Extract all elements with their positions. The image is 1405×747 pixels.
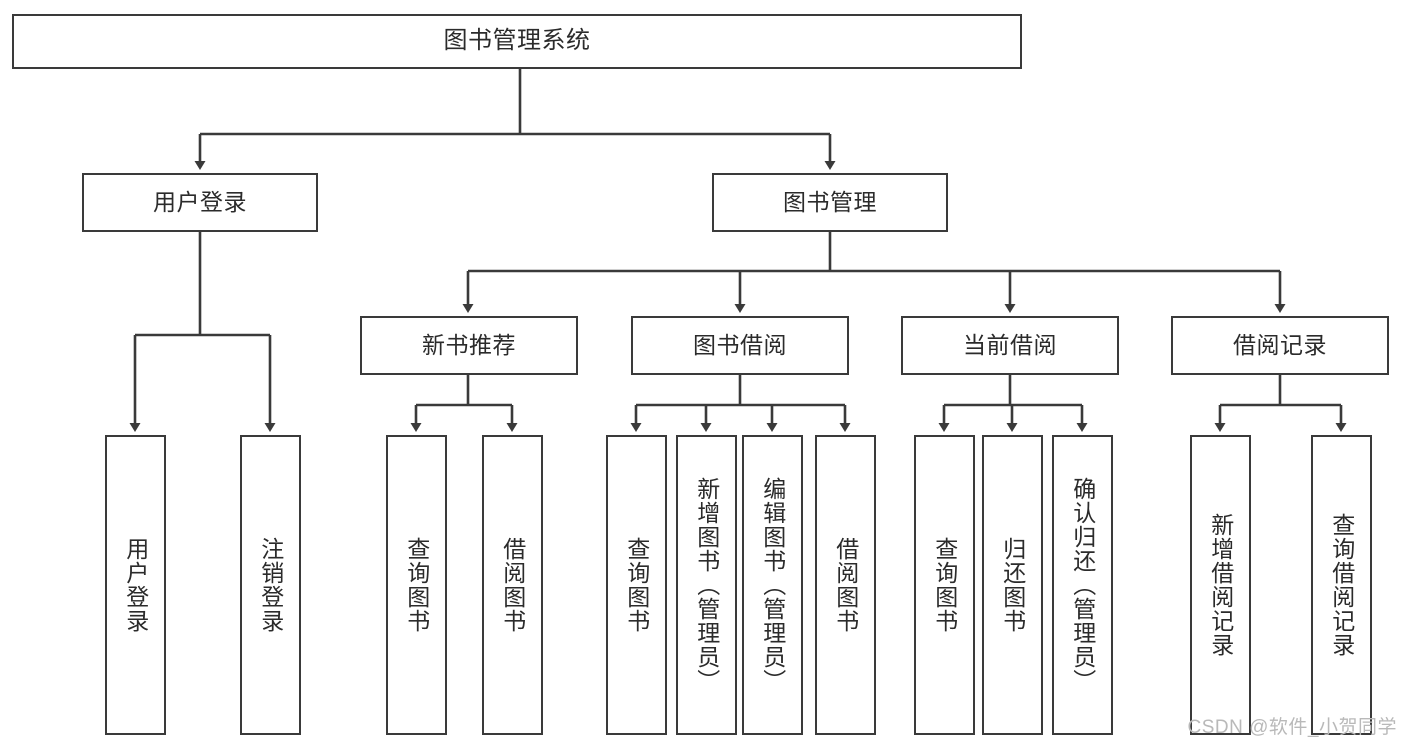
node-label: 用户登录 xyxy=(122,537,149,633)
node-label: 用户登录 xyxy=(153,188,247,215)
node-leaf-user-login[interactable]: 用户登录 xyxy=(105,435,166,735)
node-leaf-borrow-books-rec[interactable]: 借阅图书 xyxy=(482,435,543,735)
node-label: 新增图书（管理员） xyxy=(693,477,720,693)
node-label: 图书借阅 xyxy=(693,331,787,358)
node-label: 注销登录 xyxy=(257,537,284,633)
node-leaf-query-books-rec[interactable]: 查询图书 xyxy=(386,435,447,735)
node-leaf-borrow-books[interactable]: 借阅图书 xyxy=(815,435,876,735)
node-borrow-records[interactable]: 借阅记录 xyxy=(1171,316,1389,375)
node-label: 编辑图书（管理员） xyxy=(759,477,786,693)
node-label: 借阅图书 xyxy=(832,537,859,633)
node-leaf-query-books-borrow[interactable]: 查询图书 xyxy=(606,435,667,735)
node-label: 新书推荐 xyxy=(422,331,516,358)
node-current-borrow[interactable]: 当前借阅 xyxy=(901,316,1119,375)
node-label: 新增借阅记录 xyxy=(1207,513,1234,657)
node-label: 当前借阅 xyxy=(963,331,1057,358)
node-leaf-logout[interactable]: 注销登录 xyxy=(240,435,301,735)
node-label: 查询图书 xyxy=(931,537,958,633)
node-leaf-query-books-current[interactable]: 查询图书 xyxy=(914,435,975,735)
node-label: 查询图书 xyxy=(403,537,430,633)
node-leaf-edit-book-admin[interactable]: 编辑图书（管理员） xyxy=(742,435,803,735)
node-user-login[interactable]: 用户登录 xyxy=(82,173,318,232)
node-leaf-return-books[interactable]: 归还图书 xyxy=(982,435,1043,735)
node-label: 借阅记录 xyxy=(1233,331,1327,358)
node-leaf-add-borrow-record[interactable]: 新增借阅记录 xyxy=(1190,435,1251,735)
node-label: 归还图书 xyxy=(999,537,1026,633)
node-label: 图书管理 xyxy=(783,188,877,215)
node-label: 确认归还（管理员） xyxy=(1069,477,1096,693)
node-leaf-confirm-return-admin[interactable]: 确认归还（管理员） xyxy=(1052,435,1113,735)
node-label: 查询图书 xyxy=(623,537,650,633)
node-label: 查询借阅记录 xyxy=(1328,513,1355,657)
node-book-management[interactable]: 图书管理 xyxy=(712,173,948,232)
watermark-text: CSDN @软件_小贺同学 xyxy=(1187,717,1397,738)
node-label: 图书管理系统 xyxy=(443,27,591,55)
node-label: 借阅图书 xyxy=(499,537,526,633)
node-leaf-query-borrow-record[interactable]: 查询借阅记录 xyxy=(1311,435,1372,735)
node-new-book-recommendation[interactable]: 新书推荐 xyxy=(360,316,578,375)
node-book-borrow[interactable]: 图书借阅 xyxy=(631,316,849,375)
node-root-book-management-system[interactable]: 图书管理系统 xyxy=(12,14,1022,69)
node-leaf-add-book-admin[interactable]: 新增图书（管理员） xyxy=(676,435,737,735)
